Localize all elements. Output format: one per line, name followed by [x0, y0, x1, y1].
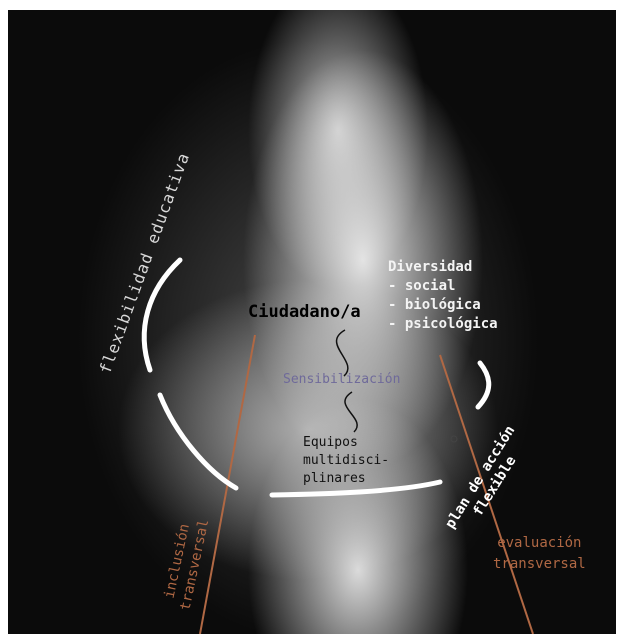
- sensibilizacion-label: Sensibilización: [283, 372, 400, 387]
- diversidad-label: Diversidad - social - biológica - psicol…: [388, 258, 498, 334]
- ciudadano-label: Ciudadano/a: [248, 302, 361, 322]
- lower-connector-curl: [345, 392, 357, 432]
- diagram-canvas: flexibilidad educativa Diversidad - soci…: [8, 10, 616, 634]
- left-lower-arc: [160, 395, 236, 488]
- upper-connector-curl: [337, 330, 348, 376]
- left-upper-arc: [144, 260, 180, 370]
- evaluacion-transversal-label: evaluación transversal: [493, 533, 586, 575]
- equipos-multidisciplinares-label: Equipos multidisci- plinares: [303, 434, 389, 488]
- small-marker: [451, 436, 457, 442]
- right-arc: [478, 363, 489, 407]
